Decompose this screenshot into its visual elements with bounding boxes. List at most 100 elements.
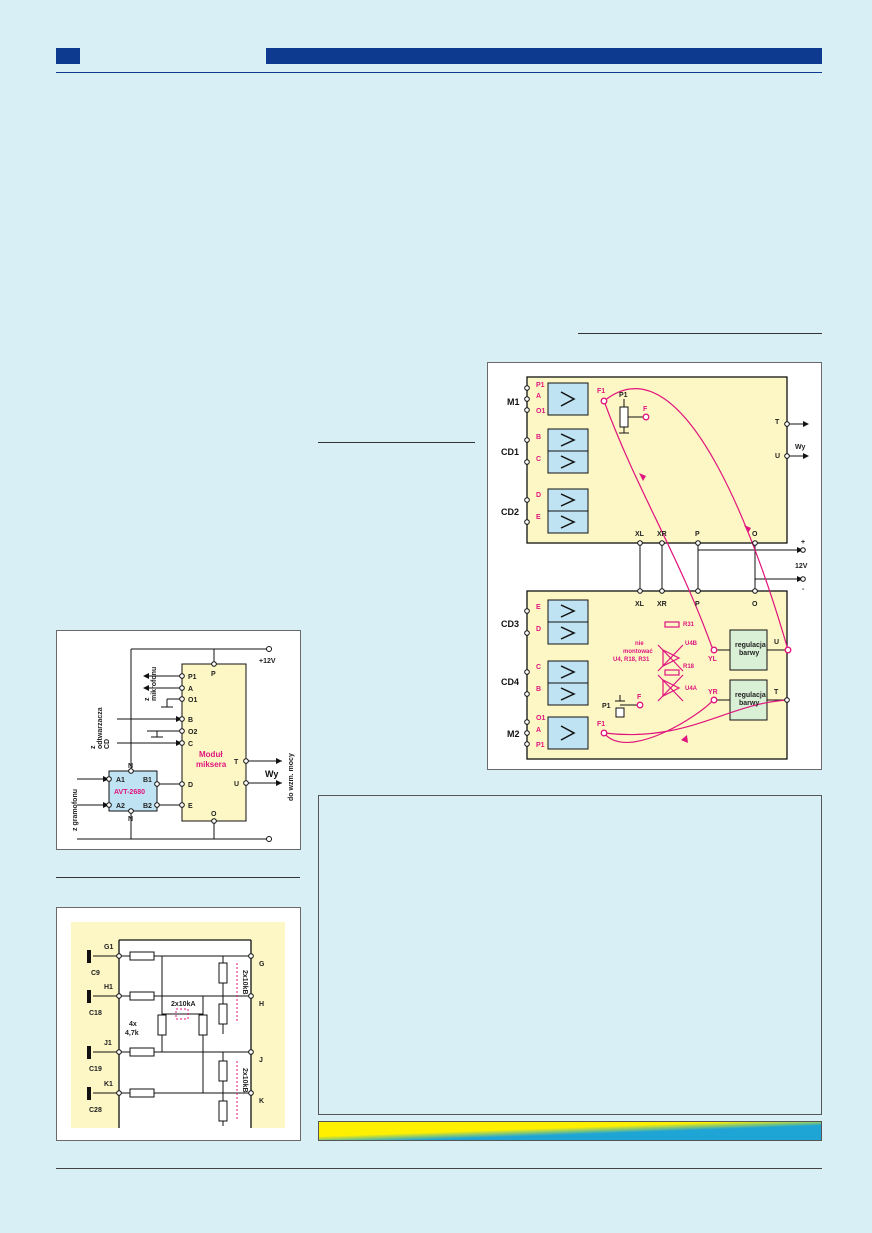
- supply-12v: 12V: [795, 563, 808, 570]
- tone-block-bottom-1: regulacja: [735, 692, 766, 699]
- pin-a-bottom: A: [536, 727, 541, 734]
- input-cd2: CD2: [501, 507, 519, 517]
- output-label: Wy: [265, 769, 278, 779]
- pot-side-label-top: 2x10kB: [241, 970, 248, 995]
- pin-o1-bottom: O1: [536, 715, 545, 722]
- node-j: J: [259, 1057, 263, 1064]
- node-h: H: [259, 1001, 264, 1008]
- input-cd4: CD4: [501, 677, 519, 687]
- f-bottom: F: [637, 694, 642, 701]
- pin-a2: A2: [116, 803, 125, 810]
- pin-b1: B1: [143, 777, 152, 784]
- node-k1: K1: [104, 1081, 113, 1088]
- pin-a-top: A: [536, 393, 541, 400]
- header-marker: [56, 48, 80, 64]
- node-g: G: [259, 961, 265, 968]
- pin-c-top: C: [536, 456, 541, 463]
- input-m2: M2: [507, 729, 520, 739]
- pin-e-top: E: [536, 514, 541, 521]
- p1-pot-top: P1: [619, 392, 628, 399]
- pot-side-label-bottom: 2x10kB: [241, 1068, 248, 1093]
- pin-p1: P1: [188, 674, 197, 681]
- supply-plus: +: [801, 539, 805, 546]
- node-g1: G1: [104, 944, 113, 951]
- figure-block-diagram: P1 A O1 B C D E E D C B O1 A P1 M1 CD1 C…: [487, 362, 822, 770]
- resistor-value-label: 4,7k: [125, 1030, 139, 1037]
- u4b-label: U4B: [685, 641, 698, 647]
- pin-d-top: D: [536, 492, 541, 499]
- footer-rule: [56, 1168, 822, 1169]
- note-line-3: U4, R18, R31: [613, 657, 650, 663]
- bus-p-bottom: P: [695, 601, 700, 608]
- phono-label: z gramofonu: [72, 789, 79, 831]
- module-label-1: Moduł: [199, 750, 223, 759]
- input-cd3: CD3: [501, 619, 519, 629]
- pin-o1: O1: [188, 697, 197, 704]
- pin-p1-top: P1: [536, 382, 545, 389]
- supply-label: +12V: [259, 658, 276, 665]
- bus-xr-bottom: XR: [657, 601, 667, 608]
- resistor-count-label: 4x: [129, 1021, 137, 1028]
- cap-c28: C28: [89, 1107, 102, 1114]
- cap-c19: C19: [89, 1066, 102, 1073]
- pin-n-bottom: N: [128, 816, 133, 823]
- gradient-strip: [318, 1121, 822, 1141]
- r31-label: R31: [683, 622, 695, 628]
- pin-d: D: [188, 782, 193, 789]
- module-label-2: miksera: [196, 760, 227, 769]
- out-pin-u: U: [775, 453, 780, 460]
- input-cd1: CD1: [501, 447, 519, 457]
- input-m1: M1: [507, 397, 520, 407]
- pin-b: B: [188, 717, 193, 724]
- mic-label-2: mikrofonu: [151, 667, 158, 701]
- pin-d-bottom: D: [536, 626, 541, 633]
- pin-e: E: [188, 803, 193, 810]
- output-label-wy: Wy: [795, 444, 805, 451]
- f1-top: F1: [597, 388, 605, 395]
- bus-xr-top: XR: [657, 531, 667, 538]
- r18-label: R18: [683, 664, 695, 670]
- node-j1: J1: [104, 1040, 112, 1047]
- out-pin-t: T: [775, 419, 780, 426]
- note-line-2: montować: [623, 649, 653, 655]
- caption-rule-tone-network: [56, 877, 300, 878]
- tone-block-bottom-2: barwy: [739, 700, 759, 707]
- pin-a1: A1: [116, 777, 125, 784]
- note-line-1: nie: [635, 641, 644, 647]
- cap-c18: C18: [89, 1010, 102, 1017]
- tone-out-u: U: [774, 639, 779, 646]
- u4a-label: U4A: [685, 686, 698, 692]
- header-bar: [266, 48, 822, 64]
- caption-rule-right-column: [318, 442, 475, 443]
- header-rule: [56, 72, 822, 73]
- avt-label: AVT-2680: [114, 789, 145, 796]
- pin-c-bottom: C: [536, 664, 541, 671]
- pin-b-top: B: [536, 434, 541, 441]
- yl-label: YL: [708, 656, 718, 663]
- f1-bottom: F1: [597, 721, 605, 728]
- caption-rule-block-diagram: [578, 333, 822, 334]
- supply-minus: -: [802, 586, 805, 593]
- pin-b-bottom: B: [536, 686, 541, 693]
- pin-o1-top: O1: [536, 408, 545, 415]
- pin-t: T: [234, 759, 239, 766]
- bus-o-top: O: [752, 531, 758, 538]
- pin-u: U: [234, 781, 239, 788]
- pin-o2: O2: [188, 729, 197, 736]
- figure-tone-network: G1 H1 J1 K1 C9 C18 C19 C28 G H J K 4x 4,…: [56, 907, 301, 1141]
- tone-block-top-2: barwy: [739, 650, 759, 657]
- bus-xl-bottom: XL: [635, 601, 645, 608]
- bus-p-top: P: [695, 531, 700, 538]
- cd-label-2: odtwarzacza: [97, 707, 104, 749]
- cd-label-1: z: [90, 745, 97, 749]
- yr-label: YR: [708, 689, 718, 696]
- pin-c: C: [188, 741, 193, 748]
- node-k: K: [259, 1098, 264, 1105]
- mic-label-1: z: [144, 697, 151, 701]
- pin-p: P: [211, 671, 216, 678]
- tone-block-top-1: regulacja: [735, 642, 766, 649]
- pin-e-bottom: E: [536, 604, 541, 611]
- tone-out-t: T: [774, 689, 779, 696]
- pin-p1-bottom: P1: [536, 742, 545, 749]
- text-box: [318, 795, 822, 1115]
